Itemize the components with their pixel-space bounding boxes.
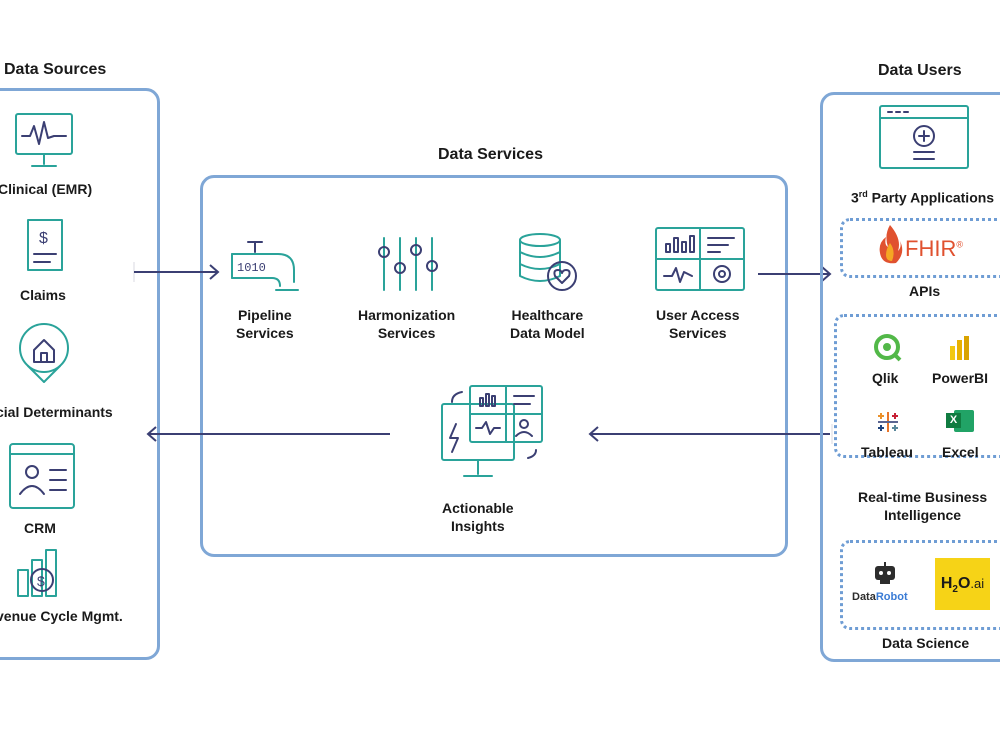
excel-letter: X — [946, 413, 961, 428]
data-science-box — [840, 540, 1000, 630]
harmonization-sliders-icon — [378, 237, 438, 291]
service-harmonization-line2: Services — [377, 325, 436, 341]
data-science-label: Data Science — [882, 635, 970, 651]
data-users-panel — [820, 92, 1000, 662]
service-user-access-label: User Access Services — [656, 306, 740, 342]
third-party-rest: Party Applications — [867, 189, 995, 206]
fhir-registered-mark: ® — [956, 239, 963, 250]
service-user-access-line1: User Access — [656, 307, 740, 323]
profile-card-icon — [9, 443, 75, 509]
powerbi-icon — [950, 336, 969, 360]
powerbi-label: PowerBI — [932, 370, 989, 386]
bi-tools-box — [834, 314, 1000, 458]
apis-box — [840, 218, 1000, 278]
bi-label-line1: Real-time Business — [858, 489, 988, 505]
fhir-text: FHIR — [905, 236, 957, 261]
svg-text:$: $ — [37, 573, 45, 589]
h2o-h: H — [940, 575, 953, 592]
qlik-label: Qlik — [872, 370, 899, 386]
fhir-logo-text: FHIR® — [905, 236, 963, 262]
source-label-clinical: Clinical (EMR) — [0, 181, 93, 197]
pipeline-faucet-icon: 1010 — [231, 241, 299, 291]
h2o-o: O — [957, 575, 971, 592]
service-data-model-line1: Healthcare — [511, 307, 584, 323]
data-sources-panel — [0, 88, 160, 660]
service-pipeline-line1: Pipeline — [237, 307, 292, 323]
service-harmonization-line1: Harmonization — [358, 307, 456, 323]
service-pipeline-line2: Services — [236, 325, 294, 341]
bi-label: Real-time Business Intelligence — [858, 488, 987, 524]
excel-icon: X — [946, 408, 974, 434]
service-pipeline-label: Pipeline Services — [236, 306, 294, 342]
fhir-flame-logo — [879, 225, 903, 264]
invoice-dollar-icon: $ — [27, 219, 63, 271]
service-data-model-label: Healthcare Data Model — [510, 306, 585, 342]
h2o-sub: 2 — [952, 584, 958, 596]
revenue-chart-coin-icon: $ — [17, 549, 57, 597]
service-harmonization-label: Harmonization Services — [358, 306, 455, 342]
pipe-binary-text: 1010 — [237, 261, 266, 275]
third-party-apps-label: 3rd Party Applications — [851, 185, 994, 207]
datarobot-text-a: Data — [852, 591, 876, 603]
dashboard-access-icon — [655, 227, 745, 291]
datarobot-text-b: Robot — [875, 591, 908, 603]
location-home-icon — [19, 323, 69, 383]
insights-label: Actionable Insights — [442, 499, 514, 535]
service-user-access-line2: Services — [668, 325, 727, 341]
arrow-insights-to-sources — [146, 426, 390, 442]
arrow-users-to-insights — [588, 424, 833, 444]
source-label-revenue-cycle: venue Cycle Mgmt. — [0, 608, 123, 624]
data-users-title: Data Users — [878, 62, 962, 79]
third-party-sup: rd — [858, 189, 868, 199]
third-party-base: 3 — [851, 189, 859, 206]
bi-label-line2: Intelligence — [884, 507, 962, 523]
h2o-ai: .ai — [970, 576, 985, 591]
h2o-ai-logo: H2O.ai — [935, 558, 990, 610]
svg-text:$: $ — [39, 230, 48, 247]
source-label-crm: CRM — [24, 520, 56, 536]
browser-add-icon — [879, 105, 969, 169]
insights-line2: Insights — [450, 518, 505, 534]
actionable-insights-icon — [441, 385, 543, 477]
qlik-icon — [874, 334, 902, 362]
data-services-panel — [200, 175, 788, 557]
arrow-services-to-users — [758, 266, 832, 282]
arrow-sources-to-services — [133, 262, 220, 282]
excel-label: Excel — [942, 444, 979, 460]
source-label-claims: Claims — [20, 287, 66, 303]
datarobot-logo-text: DataRobot — [852, 591, 908, 603]
database-heart-icon — [519, 233, 577, 291]
service-data-model-line2: Data Model — [510, 325, 585, 341]
data-sources-title: Data Sources — [4, 61, 107, 78]
tableau-label: Tableau — [861, 444, 913, 460]
monitor-ekg-icon — [15, 113, 73, 167]
source-label-social-determinants: cial Determinants — [0, 404, 113, 420]
tableau-icon — [878, 412, 898, 432]
insights-line1: Actionable — [442, 500, 514, 516]
data-services-title: Data Services — [438, 146, 543, 163]
apis-label: APIs — [909, 283, 941, 299]
datarobot-robot-icon — [875, 562, 895, 584]
